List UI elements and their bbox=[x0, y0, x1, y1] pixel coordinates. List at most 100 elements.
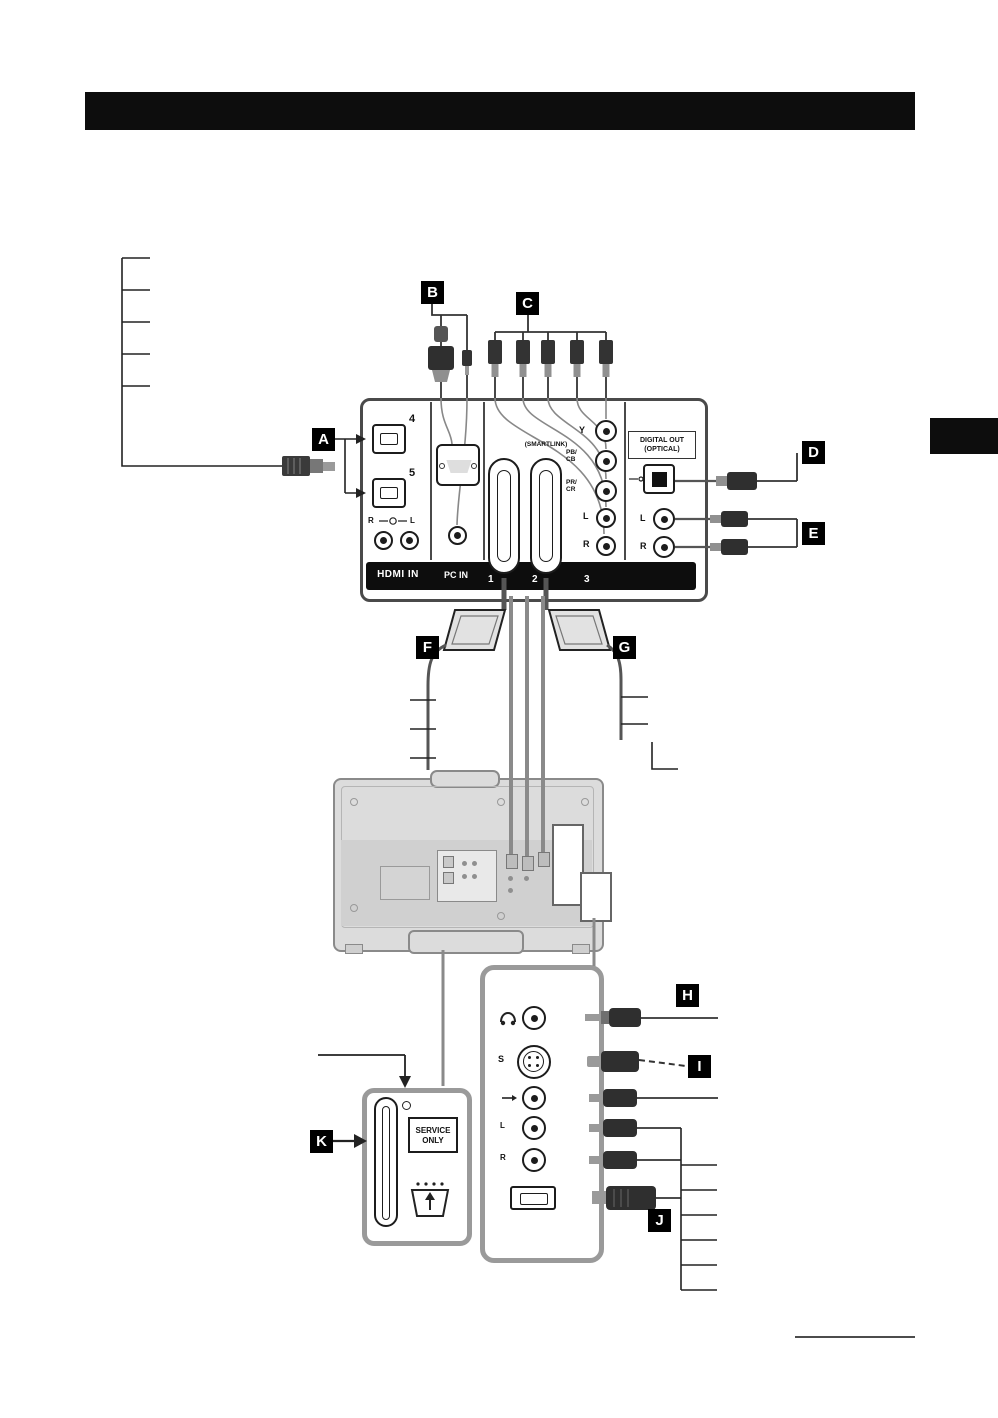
hdmi-port-4-number: 4 bbox=[409, 413, 416, 425]
digital-out-line1: DIGITAL OUT bbox=[639, 437, 685, 444]
service-only-box: SERVICE ONLY bbox=[408, 1117, 458, 1153]
side-audio-r-label: R bbox=[500, 1153, 506, 1162]
component-pb-jack bbox=[595, 450, 617, 472]
callout-label-b: B bbox=[421, 281, 444, 304]
pc-in-label: PC IN bbox=[443, 570, 468, 580]
pc-audio-jack bbox=[448, 526, 467, 545]
section-title-bar bbox=[85, 92, 915, 130]
callout-label-j: J bbox=[648, 1209, 671, 1232]
hdmi-audio-r-label: R bbox=[368, 516, 374, 525]
pr-line1: PR/ bbox=[566, 479, 577, 486]
input1-label: 1 bbox=[488, 574, 494, 585]
callout-label-e: E bbox=[802, 522, 825, 545]
card-slot bbox=[374, 1097, 398, 1227]
tv-screw bbox=[350, 904, 358, 912]
component-pb-label: PB/ CB bbox=[566, 449, 577, 463]
rca-plug bbox=[488, 340, 613, 377]
tv-side-panel-highlight bbox=[580, 872, 612, 922]
headphone-jack bbox=[522, 1006, 546, 1030]
tv-screw bbox=[350, 798, 358, 806]
hdmi-port-5 bbox=[372, 478, 406, 508]
chapter-edge-tab bbox=[930, 418, 998, 454]
hdmi-cable-j bbox=[592, 1186, 681, 1210]
tv-socket-dot bbox=[524, 876, 529, 881]
smartlink-label: (SMARTLINK) bbox=[524, 441, 568, 448]
scart-socket-2 bbox=[530, 458, 562, 574]
input3-label: 3 bbox=[584, 574, 590, 585]
hdmi-audio-l-label: L bbox=[410, 516, 415, 525]
callout-label-g: G bbox=[613, 636, 636, 659]
headphone-cable-h bbox=[585, 1008, 718, 1027]
panel-divider bbox=[430, 402, 432, 560]
tv-screw bbox=[497, 912, 505, 920]
side-audio-l-label: L bbox=[500, 1121, 505, 1130]
tv-screw bbox=[497, 798, 505, 806]
tv-handle bbox=[430, 770, 500, 788]
callout-label-f: F bbox=[416, 636, 439, 659]
tv-socket-dot bbox=[508, 876, 513, 881]
side-hdmi-port bbox=[510, 1186, 556, 1210]
tv-cable-holder-highlight bbox=[552, 824, 584, 906]
side-audio-l-jack bbox=[522, 1116, 546, 1140]
video-cable bbox=[589, 1089, 718, 1107]
digital-audio-r-jack bbox=[653, 536, 675, 558]
video-in-jack bbox=[522, 1086, 546, 1110]
hdmi-port-5-number: 5 bbox=[409, 467, 416, 479]
pb-line2: CB bbox=[566, 456, 576, 463]
callout-label-c: C bbox=[516, 292, 539, 315]
component-audio-r-label: R bbox=[583, 539, 590, 549]
component-audio-r-jack bbox=[596, 536, 616, 556]
callout-label-k: K bbox=[310, 1130, 333, 1153]
digital-audio-l-jack bbox=[653, 508, 675, 530]
digital-out-line2: (OPTICAL) bbox=[644, 446, 680, 453]
tv-recess-port bbox=[443, 856, 454, 868]
side-audio-r-jack bbox=[522, 1148, 546, 1172]
callout-label-a: A bbox=[312, 428, 335, 451]
scart-socket-1 bbox=[488, 458, 520, 574]
optical-out-port bbox=[643, 464, 675, 494]
tv-recess-port bbox=[443, 872, 454, 884]
slot-nub bbox=[402, 1101, 411, 1110]
component-audio-l-label: L bbox=[583, 511, 589, 521]
component-audio-l-jack bbox=[596, 508, 616, 528]
panel-divider bbox=[624, 402, 626, 560]
hdmi-audio-r-jack bbox=[374, 531, 393, 550]
device-callout-lines-j bbox=[680, 1128, 717, 1291]
tv-socket-dot bbox=[508, 888, 513, 893]
hdmi-audio-l-jack bbox=[400, 531, 419, 550]
hdmi-cable-a bbox=[282, 456, 335, 476]
tv-screw bbox=[581, 798, 589, 806]
component-pr-label: PR/ CR bbox=[566, 479, 577, 493]
scart-cable-g bbox=[543, 578, 678, 770]
component-y-label: Y bbox=[579, 425, 586, 435]
pr-line2: CR bbox=[566, 486, 576, 493]
hdmi-port-4 bbox=[372, 424, 406, 454]
s-video-jack bbox=[517, 1045, 551, 1079]
service-line2: ONLY bbox=[422, 1136, 444, 1145]
tv-foot bbox=[345, 944, 363, 954]
tv-foot bbox=[572, 944, 590, 954]
tv-recess-dot bbox=[462, 861, 467, 866]
tv-vent bbox=[380, 866, 430, 900]
s-video-label: S bbox=[498, 1054, 505, 1064]
callout-label-h: H bbox=[676, 984, 699, 1007]
input2-label: 2 bbox=[532, 574, 538, 585]
tv-recess-dot bbox=[472, 874, 477, 879]
hdmi-in-logo: HDMI IN bbox=[377, 569, 419, 580]
callout-label-d: D bbox=[802, 441, 825, 464]
digital-out-title-box: DIGITAL OUT (OPTICAL) bbox=[628, 431, 696, 459]
service-line1: SERVICE bbox=[415, 1126, 451, 1135]
scart-cable-f bbox=[410, 578, 507, 770]
digital-audio-r-label: R bbox=[640, 541, 647, 551]
digital-audio-l-label: L bbox=[640, 513, 646, 523]
source-callout-lines bbox=[121, 257, 282, 467]
callout-label-i: I bbox=[688, 1055, 711, 1078]
tv-recess-dot bbox=[462, 874, 467, 879]
component-y-jack bbox=[595, 420, 617, 442]
panel-label-strip bbox=[366, 562, 696, 590]
tv-socket bbox=[506, 854, 518, 869]
tv-socket bbox=[522, 856, 534, 871]
tv-stand-base bbox=[408, 930, 524, 954]
tv-recess-dot bbox=[472, 861, 477, 866]
